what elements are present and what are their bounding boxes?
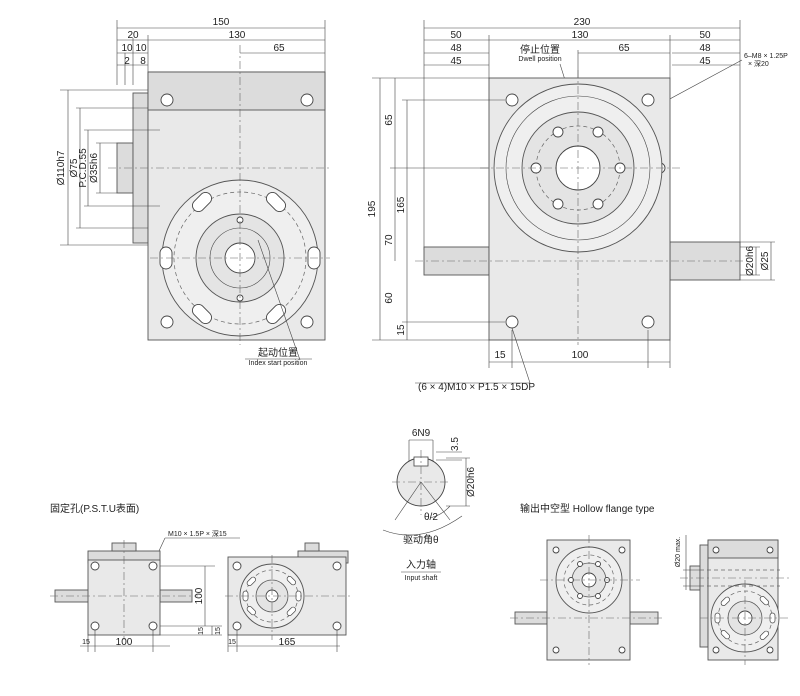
dim-165: 165 xyxy=(279,637,296,648)
hollow-title: 输出中空型 Hollow flange type xyxy=(520,502,655,515)
side-view: 230 50 130 50 48 65 48 45 45 停止位置 Dwell … xyxy=(367,17,788,393)
input-shaft-detail: 6N9 3.5 Ø20h6 θ/2 驱动角θ 入力轴 Input shaft xyxy=(382,428,477,582)
dim-10a: 10 xyxy=(121,43,133,54)
index-start-label-cn: 起动位置 xyxy=(258,346,298,359)
dim-pcd55: P.C.D.55 xyxy=(78,148,89,188)
dim-10b: 10 xyxy=(135,43,147,54)
dim-20max: Ø20 max. xyxy=(675,537,682,567)
bolt-note: (6 × 4)M10 × P1.5 × 15DP xyxy=(418,382,535,393)
dim-20h6-shaft: Ø20h6 xyxy=(466,467,477,497)
dim-45b: 45 xyxy=(699,56,711,67)
dim-100: 100 xyxy=(572,350,589,361)
dim-100a: 100 xyxy=(116,637,133,648)
input-shaft-title-cn: 入力轴 xyxy=(406,558,436,571)
dim-60: 60 xyxy=(384,292,395,304)
dim-48a: 48 xyxy=(450,43,462,54)
mounting-note: M10 × 1.5P × 深15 xyxy=(168,529,227,538)
dim-45a: 45 xyxy=(450,56,462,67)
dim-130: 130 xyxy=(229,30,246,41)
front-view: 150 20 130 10 10 65 2 8 xyxy=(56,17,330,367)
index-start-label-en: Index start position xyxy=(249,360,308,367)
hollow-flange-view: 输出中空型 Hollow flange type xyxy=(510,502,790,665)
dim-65: 65 xyxy=(618,43,630,54)
dim-15v1: 15 xyxy=(198,627,205,635)
dim-195: 195 xyxy=(367,200,378,217)
dim-50a: 50 xyxy=(450,30,462,41)
dim-110h7: Ø110h7 xyxy=(56,150,67,185)
dim-25: Ø25 xyxy=(760,251,771,270)
dim-75: Ø75 xyxy=(69,158,80,177)
input-shaft-title-en: Input shaft xyxy=(405,575,438,582)
dim-50b: 50 xyxy=(699,30,711,41)
dim-15h: 15 xyxy=(494,350,506,361)
dim-20: 20 xyxy=(127,30,139,41)
mounting-title: 固定孔(P.S.T.U表面) xyxy=(50,502,139,515)
dim-15a: 15 xyxy=(82,639,90,646)
dwell-label-cn: 停止位置 xyxy=(520,43,560,56)
thread-note-1: 6–M8 × 1.25P xyxy=(744,53,788,60)
dim-165: 165 xyxy=(396,196,407,213)
dim-15v2: 15 xyxy=(215,627,222,635)
dim-65v: 65 xyxy=(384,114,395,126)
dim-20h6: Ø20h6 xyxy=(745,246,756,276)
dim-48b: 48 xyxy=(699,43,711,54)
dim-100v: 100 xyxy=(194,587,205,604)
dim-130: 130 xyxy=(572,30,589,41)
dwell-label-en: Dwell position xyxy=(518,56,561,63)
dim-15b: 15 xyxy=(228,639,236,646)
dim-65: 65 xyxy=(273,43,285,54)
thread-note-2: × 深20 xyxy=(748,59,769,68)
dim-150: 150 xyxy=(213,17,230,28)
dim-8: 8 xyxy=(140,56,146,67)
dim-15v: 15 xyxy=(396,324,407,336)
dim-35h6: Ø35h6 xyxy=(89,153,100,183)
dim-6n9: 6N9 xyxy=(412,428,431,439)
dim-3-5: 3.5 xyxy=(450,437,461,451)
dim-2: 2 xyxy=(124,56,130,67)
mounting-holes-view: 固定孔(P.S.T.U表面) M10 × 1.5P × 深15 15 100 1… xyxy=(50,502,350,652)
theta-half: θ/2 xyxy=(424,512,438,523)
drive-angle: 驱动角θ xyxy=(403,534,439,546)
dim-230: 230 xyxy=(574,17,591,28)
dim-70: 70 xyxy=(384,234,395,246)
